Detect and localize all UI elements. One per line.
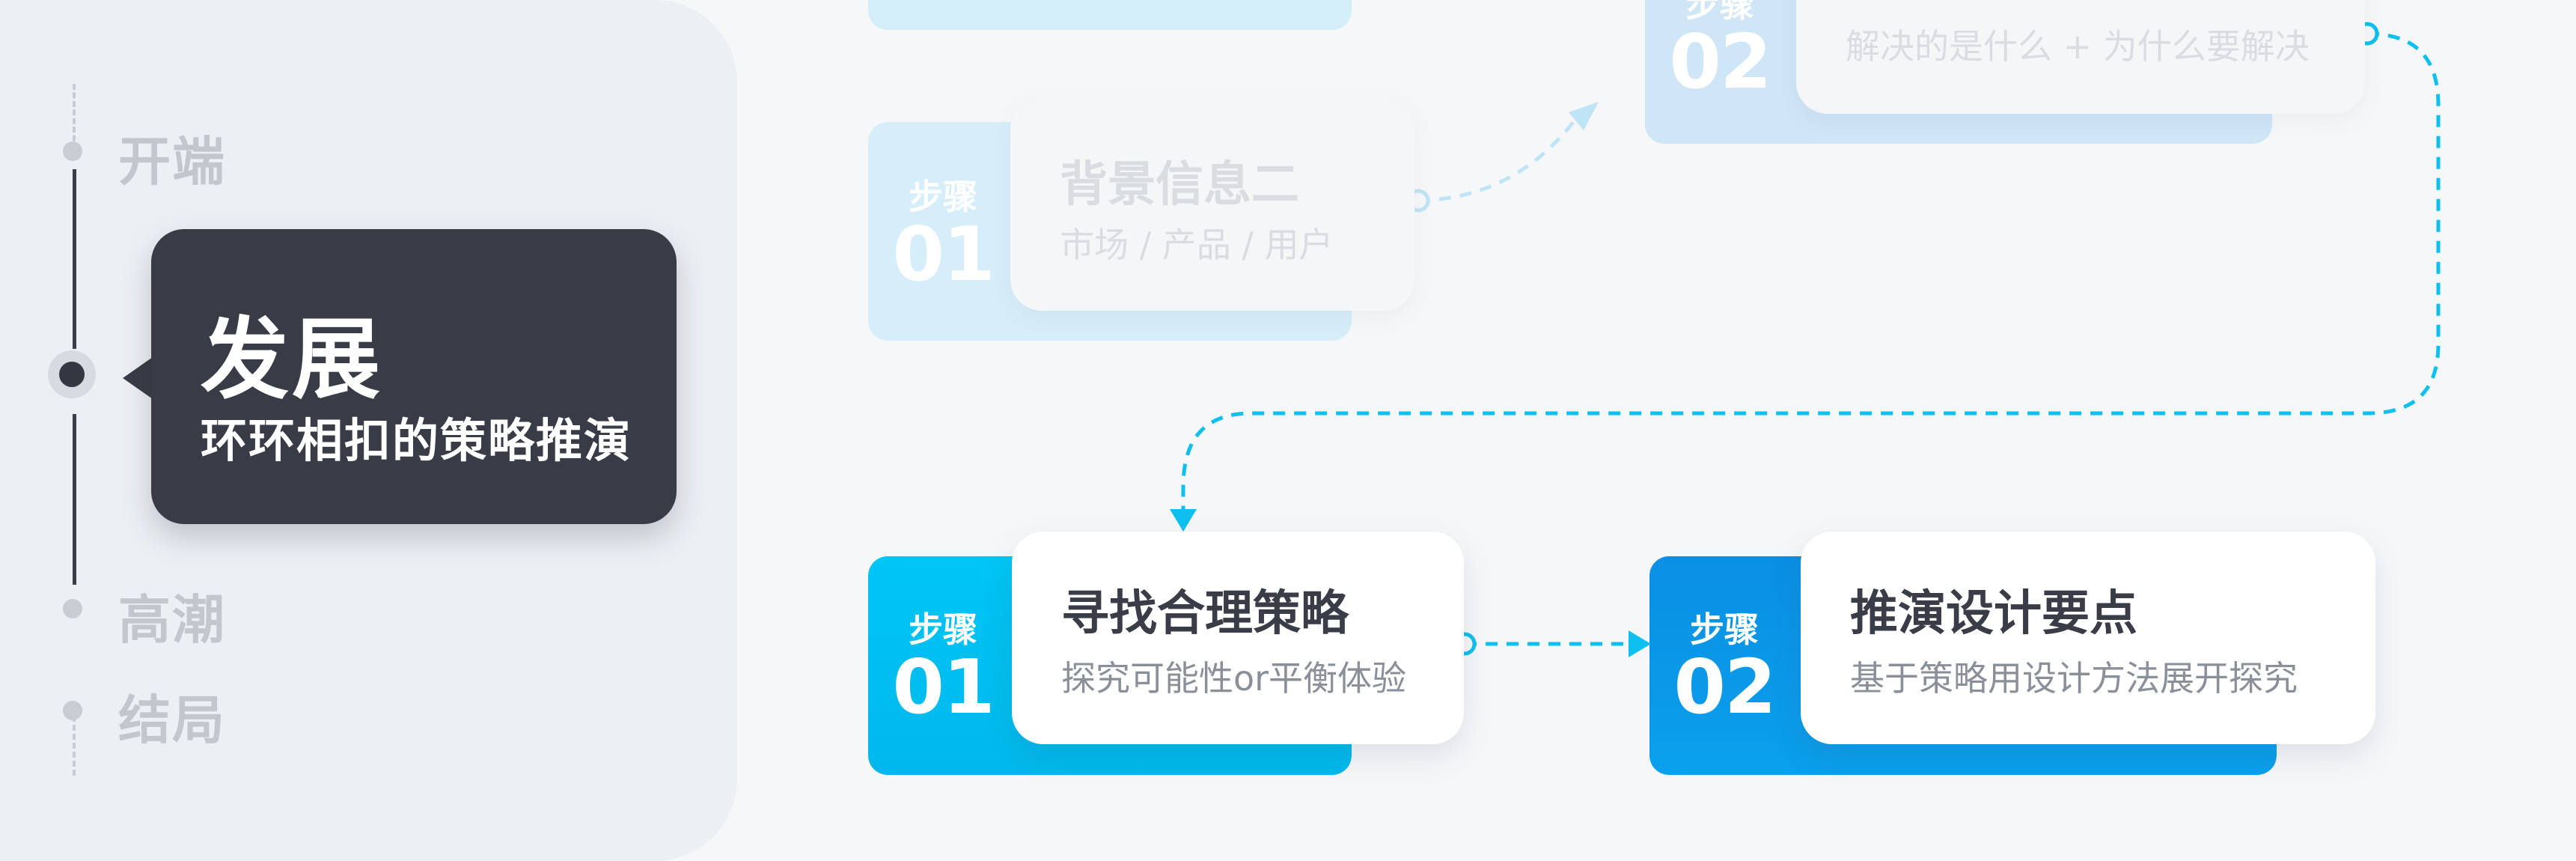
current-step-02-card: 推演设计要点 基于策略用设计方法展开探究 [1801, 532, 2375, 744]
current-step-01-word: 步骤 [909, 609, 977, 650]
current-step-02-title: 推演设计要点 [1850, 586, 2137, 642]
current-step-02-number: 02 [1673, 643, 1776, 731]
timeline-label-climax[interactable]: 高潮 [118, 589, 226, 651]
current-step-02-word: 步骤 [1690, 609, 1759, 650]
timeline-dot-climax [63, 599, 82, 618]
timeline-dot-active-core [59, 362, 85, 387]
timeline-line-bottom [73, 716, 76, 776]
timeline-line-upper [73, 169, 76, 349]
connector-step-arrow [1629, 630, 1651, 657]
active-stage-bubble[interactable]: 发展 环环相扣的策略推演 [151, 229, 677, 524]
timeline-line-top [73, 84, 76, 150]
prev-step-01-title: 背景信息二 [1060, 157, 1299, 213]
prev-step-02-card: 解决的是什么 + 为什么要解决 [1796, 0, 2365, 114]
active-stage-subtitle: 环环相扣的策略推演 [201, 413, 632, 468]
prev-step-02-number: 02 [1669, 18, 1771, 106]
timeline-dot-start [63, 142, 82, 161]
timeline-label-ending[interactable]: 结局 [118, 690, 226, 751]
prev-step-01-subtitle: 市场 / 产品 / 用户 [1060, 225, 1334, 265]
current-step-01-card: 寻找合理策略 探究可能性or平衡体验 [1012, 532, 1464, 744]
prev-step-02-word: 步骤 [1685, 0, 1754, 25]
timeline-line-lower [73, 414, 76, 585]
active-bubble-tail [123, 357, 153, 399]
prev-step-01-number: 01 [892, 210, 995, 298]
connector-faded [1417, 111, 1583, 203]
current-step-01-subtitle: 探究可能性or平衡体验 [1061, 658, 1407, 699]
prev-step-01-card: 背景信息二 市场 / 产品 / 用户 [1010, 98, 1414, 311]
prev-step-02-subtitle: 解决的是什么 + 为什么要解决 [1846, 26, 2310, 67]
active-stage-title: 发展 [201, 308, 384, 411]
prev-step-01-word: 步骤 [909, 177, 977, 217]
connector-loop [1181, 31, 2441, 511]
current-step-02-subtitle: 基于策略用设计方法展开探究 [1850, 658, 2298, 699]
timeline-dot-active [48, 350, 96, 398]
timeline-label-start[interactable]: 开端 [118, 131, 226, 192]
current-step-01-title: 寻找合理策略 [1061, 586, 1349, 642]
timeline-dot-ending [63, 701, 82, 720]
current-step-01-number: 01 [892, 643, 995, 731]
connector-loop-arrow [1170, 509, 1197, 532]
faded-card-fragment [868, 0, 1352, 30]
connector-faded-arrow [1569, 102, 1599, 130]
